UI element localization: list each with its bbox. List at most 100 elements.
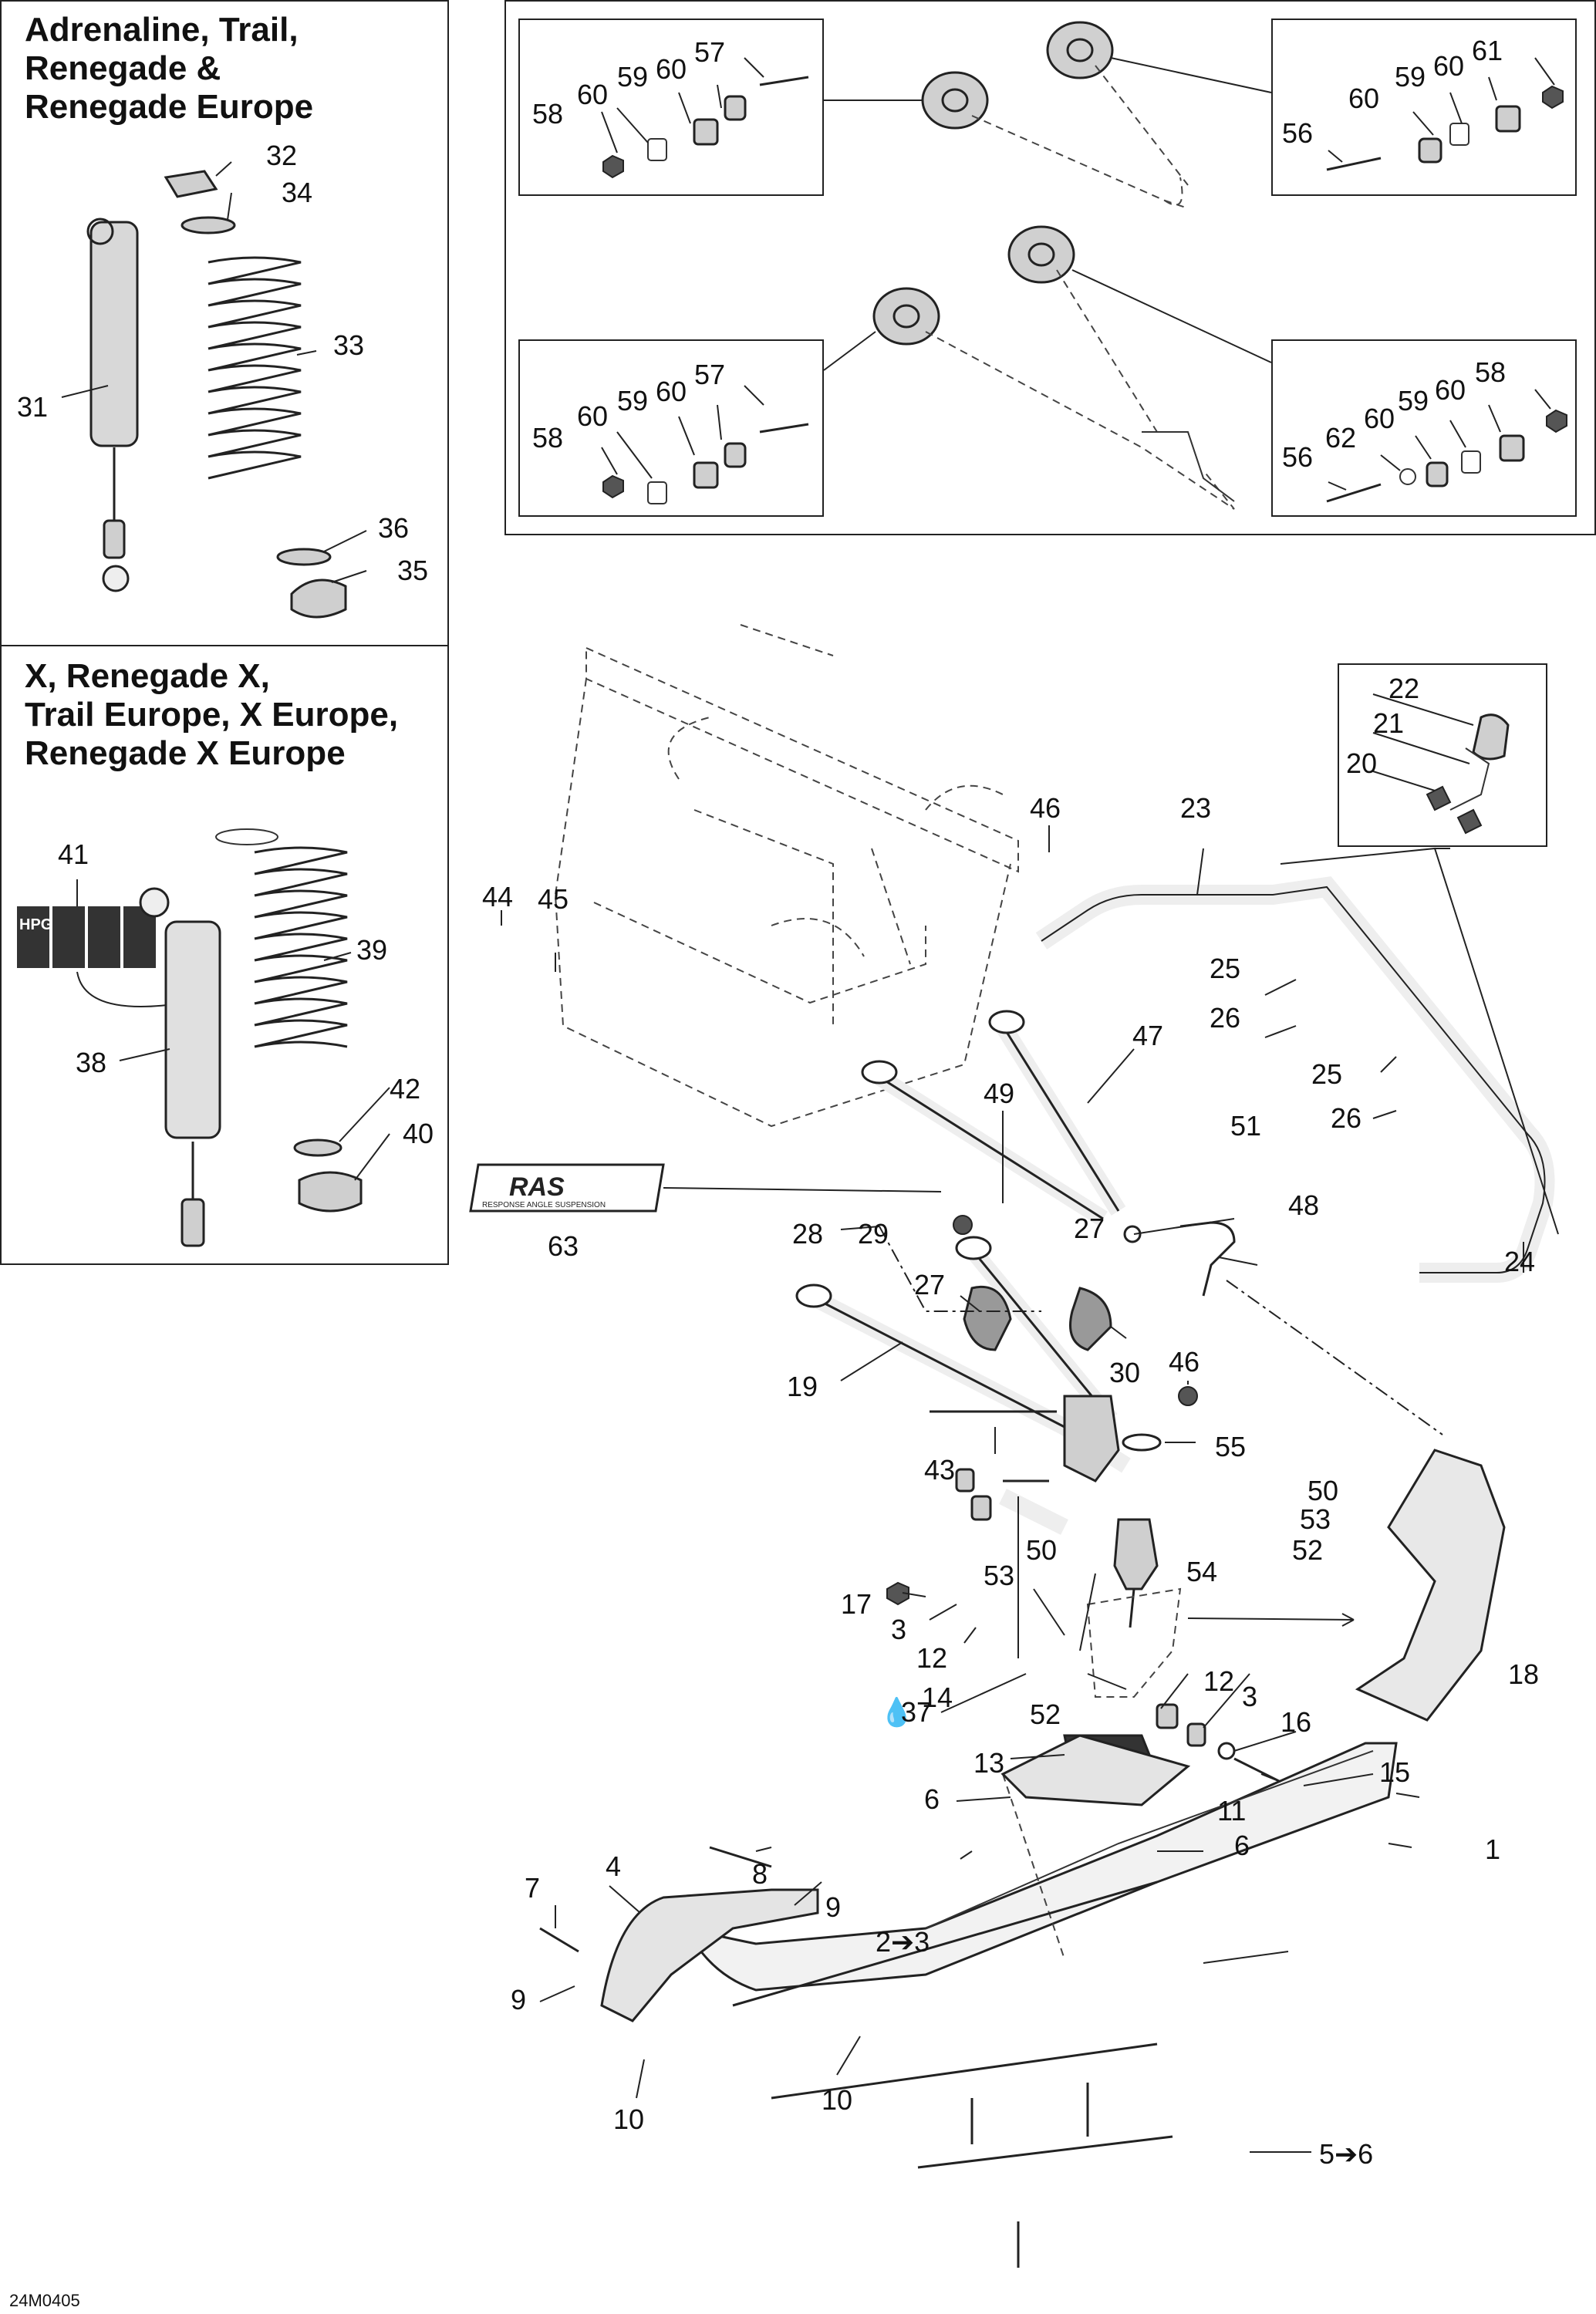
label-2-to-3: 2➔3	[876, 1926, 930, 1958]
adjuster-cam-35	[290, 578, 347, 619]
guard-27a	[963, 1285, 1012, 1351]
label-28: 28	[792, 1218, 823, 1250]
bushing-12a	[970, 1495, 992, 1521]
label-a59: 59	[617, 61, 648, 93]
label-3: 3	[891, 1614, 906, 1645]
label-27b: 27	[1074, 1213, 1105, 1244]
spring-seat-34	[181, 216, 236, 234]
spring-stopper-36	[276, 548, 332, 566]
circlip-55	[1122, 1433, 1162, 1452]
label-18: 18	[1508, 1658, 1539, 1690]
label-52b: 52	[1292, 1534, 1323, 1566]
label-a60: 60	[577, 79, 608, 110]
coil-spring-standard	[208, 256, 302, 480]
label-44: 44	[482, 881, 513, 912]
label-35: 35	[397, 555, 428, 586]
label-50b: 50	[1308, 1475, 1338, 1506]
label-d56: 56	[1282, 441, 1313, 473]
ras-logo-text: RAS	[509, 1172, 565, 1202]
inset-lower-right-bushings	[1271, 339, 1577, 517]
label-39: 39	[356, 934, 387, 966]
spacer-3b	[1186, 1722, 1206, 1747]
label-25: 25	[1210, 953, 1240, 984]
upper-a-arm-47	[861, 1010, 1126, 1226]
bolt-8	[709, 1846, 772, 1868]
label-48: 48	[1288, 1189, 1319, 1221]
label-29: 29	[858, 1218, 889, 1250]
label-24: 24	[1504, 1246, 1535, 1277]
label-53: 53	[984, 1560, 1014, 1591]
upper-a-arm-detail	[921, 21, 1189, 209]
spindle-18	[1355, 1449, 1506, 1722]
hpg-text: HPG	[19, 916, 52, 933]
label-a58: 58	[532, 98, 563, 130]
label-d60: 60	[1364, 403, 1395, 434]
inset-c-parts	[602, 423, 809, 504]
spindle-dashed	[1086, 1587, 1182, 1698]
inset-upper-left-bushings	[518, 19, 824, 196]
label-a60b: 60	[656, 53, 687, 85]
bolt-7	[539, 1927, 579, 1953]
ski-handle-4	[600, 1888, 819, 2022]
label-25b: 25	[1311, 1058, 1342, 1090]
bushing-12b	[1156, 1703, 1179, 1729]
label-20: 20	[1346, 747, 1377, 779]
label-33: 33	[333, 329, 364, 361]
label-40: 40	[403, 1118, 434, 1149]
panel-title-x: X, Renegade X, Trail Europe, X Europe, R…	[25, 657, 399, 772]
label-34: 34	[282, 177, 312, 208]
lower-a-arm-19	[795, 1236, 1131, 1483]
label-a57: 57	[694, 36, 725, 68]
label-b60b: 60	[1433, 50, 1464, 82]
chassis-frame	[554, 624, 1019, 1128]
inset-b-parts	[1326, 85, 1564, 171]
inset-a-parts	[602, 76, 809, 179]
label-53b: 53	[1300, 1503, 1331, 1535]
bolt-14	[999, 1489, 1068, 1535]
runner-5	[917, 2135, 1173, 2169]
label-23: 23	[1180, 792, 1211, 824]
sway-link-parts	[1426, 713, 1510, 835]
label-41: 41	[58, 838, 89, 870]
label-21: 21	[1373, 707, 1404, 739]
label-50: 50	[1026, 1534, 1057, 1566]
label-52: 52	[1030, 1698, 1061, 1730]
label-9b: 9	[511, 1984, 526, 2015]
leader-lines	[61, 57, 1555, 2153]
part-labels: 32 34 33 31 36 35 41 39 38 42 40 58 60 5…	[17, 35, 1539, 2170]
label-13: 13	[973, 1747, 1004, 1779]
label-d58: 58	[1475, 356, 1506, 388]
inset-upper-right-bushings	[1271, 19, 1577, 196]
guard-27b	[1069, 1287, 1112, 1351]
hpg-decal: HPG	[17, 906, 156, 968]
label-5-to-6: 5➔6	[1319, 2138, 1373, 2170]
runner-5b	[771, 2042, 1158, 2100]
nut-49	[953, 1215, 973, 1235]
label-22: 22	[1388, 673, 1419, 704]
label-14: 14	[922, 1682, 953, 1713]
label-43: 43	[924, 1454, 955, 1486]
shock-absorber-x	[139, 887, 221, 1247]
label-d59: 59	[1398, 385, 1429, 417]
label-46: 46	[1030, 792, 1061, 824]
label-63: 63	[548, 1230, 579, 1262]
label-b61: 61	[1472, 35, 1503, 66]
label-16: 16	[1281, 1706, 1311, 1738]
label-c57: 57	[694, 359, 725, 390]
spring-seat-42	[293, 1138, 342, 1157]
label-17: 17	[841, 1588, 872, 1620]
label-10: 10	[613, 2103, 644, 2135]
coil-spring-x	[254, 846, 348, 1048]
label-30: 30	[1109, 1357, 1140, 1388]
label-b59: 59	[1395, 61, 1426, 93]
panel-title-standard: Adrenaline, Trail, Renegade & Renegade E…	[25, 11, 314, 126]
label-26b: 26	[1331, 1102, 1361, 1134]
nut-46b	[1178, 1386, 1198, 1406]
label-47: 47	[1132, 1020, 1163, 1051]
label-37: 37	[901, 1696, 932, 1728]
washer-16	[1217, 1742, 1236, 1760]
label-31: 31	[17, 391, 48, 423]
label-10b: 10	[822, 2084, 852, 2116]
label-4: 4	[606, 1850, 621, 1882]
label-27: 27	[914, 1269, 945, 1300]
